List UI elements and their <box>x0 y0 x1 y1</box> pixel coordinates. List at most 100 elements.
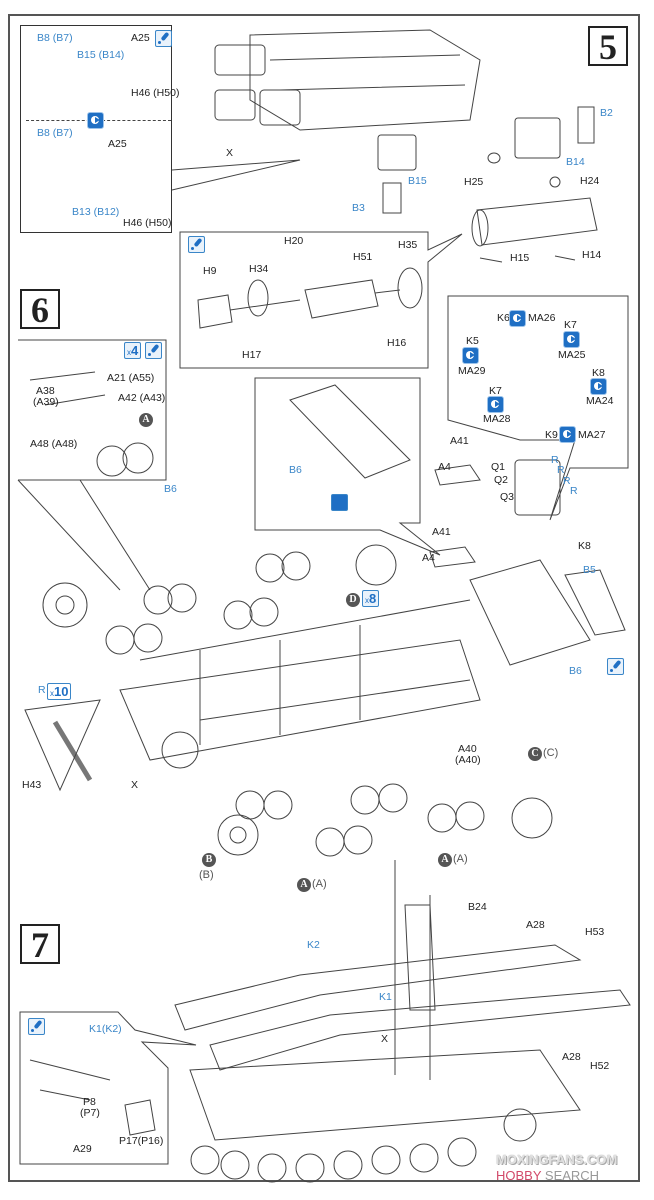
part-label: X <box>226 147 234 159</box>
sprocket-top <box>42 582 88 628</box>
part-label-r: R <box>570 485 578 497</box>
glue-icon <box>607 658 624 675</box>
quantity-badge: x10 <box>47 683 72 700</box>
hull-step7 <box>189 1049 581 1141</box>
part-label: X <box>381 1033 389 1045</box>
part-label: B15 <box>408 175 427 187</box>
wheel-marker-a-paren: (A) <box>453 853 468 865</box>
decal-icon <box>487 396 504 413</box>
instruction-page-frame <box>8 14 640 1182</box>
part-label-r: R <box>557 464 565 476</box>
part-label: A25 <box>131 32 150 44</box>
part-label: X <box>131 779 139 791</box>
fender-upper <box>174 944 582 1031</box>
part-p17 <box>124 1099 156 1136</box>
part-label: A29 <box>73 1143 92 1155</box>
part-label: H15 <box>510 252 530 264</box>
decal-label: MA29 <box>458 365 486 377</box>
part-label: K7 <box>564 319 577 331</box>
wheel-marker-a-paren: (A) <box>312 878 327 890</box>
count-prefix: x <box>365 596 369 605</box>
sprocket-b-mount <box>161 731 199 769</box>
part-label: H35 <box>398 239 418 251</box>
part-b2 <box>577 106 595 144</box>
part-b6-detail <box>289 384 411 479</box>
part-label: H52 <box>590 1060 610 1072</box>
part-label: B2 <box>600 107 613 119</box>
tools-inset-border <box>447 295 629 521</box>
part-label: B6 <box>569 665 582 677</box>
decal-icon <box>563 331 580 348</box>
paren-letter: C <box>546 747 555 759</box>
part-label: (A40) <box>455 754 481 766</box>
decal-icon <box>462 347 479 364</box>
part-h51 <box>304 279 379 319</box>
part-label: B8 (B7) <box>37 32 73 44</box>
part-label: B14 <box>566 156 585 168</box>
watermark-brand: HOBBY SEARCH <box>496 1168 599 1183</box>
part-label: A25 <box>108 138 127 150</box>
step-number-5: 5 <box>588 26 628 66</box>
part-label: H51 <box>353 251 373 263</box>
part-label: P8 <box>83 1096 96 1108</box>
watermark-site: MOXINGFANS.COM <box>496 1152 618 1167</box>
part-label: Q3 <box>500 491 515 503</box>
glue-icon <box>188 236 205 253</box>
hull-rear-outline <box>249 29 481 131</box>
part-b15 <box>377 134 417 171</box>
part-label: H14 <box>582 249 602 261</box>
decal-label: MA24 <box>586 395 614 407</box>
mirror-opposite-side-icon <box>87 112 104 129</box>
part-label: A38 <box>36 385 55 397</box>
fender-lower <box>209 989 631 1071</box>
part-h35 <box>397 267 423 309</box>
wheel-marker-a: A <box>139 413 153 427</box>
part-label: H25 <box>464 176 484 188</box>
part-label: K7 <box>489 385 502 397</box>
part-label: B5 <box>583 564 596 576</box>
sprocket-b <box>217 814 259 856</box>
watermark-brand-search: SEARCH <box>541 1168 600 1183</box>
part-label: H24 <box>580 175 600 187</box>
wheel-marker-d: D <box>346 593 360 607</box>
part-label: A4 <box>438 461 451 473</box>
part-label: K1 <box>379 991 392 1003</box>
paren-letter: B <box>202 869 211 881</box>
part-label: B3 <box>352 202 365 214</box>
part-label: A28 <box>526 919 545 931</box>
part-a4-lower <box>429 546 476 568</box>
part-label: A48 (A48) <box>30 438 78 450</box>
part-label: H9 <box>203 265 217 277</box>
part-label: B6 <box>164 483 177 495</box>
part-label-r: R <box>563 475 571 487</box>
decal-label: MA27 <box>578 429 606 441</box>
fender-inset-border <box>19 1011 197 1165</box>
step-number-7: 7 <box>20 924 60 964</box>
part-label: H43 <box>22 779 42 791</box>
count-value: 10 <box>54 684 69 699</box>
engine-deck <box>469 559 591 666</box>
part-label: B6 <box>289 464 302 476</box>
quantity-badge: x8 <box>362 590 380 607</box>
part-label: H16 <box>387 337 407 349</box>
count-prefix: x <box>50 689 54 698</box>
hatch-inset-border <box>254 377 441 556</box>
step5-engine-access-inset <box>20 25 172 233</box>
idler-mount <box>214 44 266 76</box>
part-label: H53 <box>585 926 605 938</box>
count-prefix: x <box>127 348 131 357</box>
part-label: H46 (H50) <box>131 87 180 99</box>
part-q-radiator <box>514 459 561 516</box>
decal-label: MA28 <box>483 413 511 425</box>
roadwheel-a2 <box>122 442 154 474</box>
part-label-r: R <box>551 454 559 466</box>
part-label: H34 <box>249 263 269 275</box>
watermark-brand-hobby: HOBBY <box>496 1168 542 1183</box>
wheel-marker-b: B <box>202 853 216 867</box>
part-label: H46 (H50) <box>123 217 172 229</box>
wheel-marker-c-paren: (C) <box>543 747 559 759</box>
part-label: Q2 <box>494 474 509 486</box>
part-label: (A39) <box>33 396 59 408</box>
part-label: B8 (B7) <box>37 127 73 139</box>
glue-icon <box>28 1018 45 1035</box>
